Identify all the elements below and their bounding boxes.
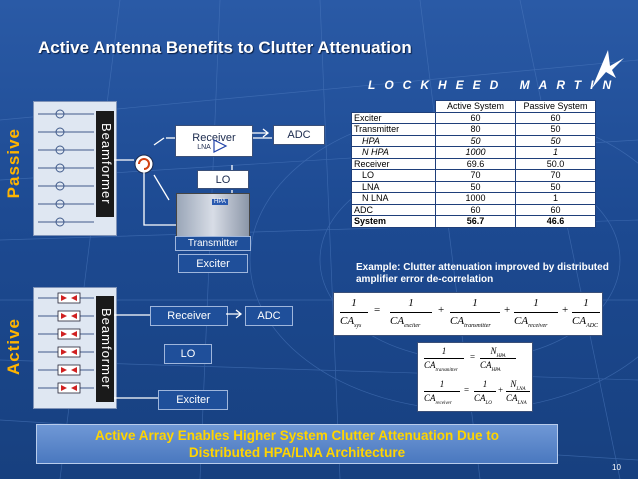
lna-amplifier-icon [213,139,228,153]
tx-feed-line [143,172,176,226]
table-cell: 50 [515,123,596,136]
active-exciter-box: Exciter [158,390,228,410]
table-cell: Transmitter [351,123,436,136]
example-note: Example: Clutter attenuation improved by… [356,262,609,285]
banner-line-2: Distributed HPA/LNA Architecture [188,445,406,460]
table-cell: 50 [435,180,516,193]
company-logo: LOCKHEED MARTIN [368,78,621,92]
table-cell: 50 [515,134,596,147]
active-beamformer: Beamformer [96,296,114,402]
eq-den: CAexciter [390,315,421,330]
table-cell: Receiver [351,157,436,170]
lna-label: LNA [197,143,211,151]
table-cell: 1 [515,192,596,205]
eq-num: 1 [533,297,539,309]
table-cell: 80 [435,123,516,136]
passive-beamformer: Beamformer [96,111,114,217]
table-cell: 60 [515,111,596,124]
table-cell: 60 [435,111,516,124]
table-header-cell: Active System [435,100,516,113]
lockheed-star-logo-icon [592,50,624,88]
table-cell: 1 [515,146,596,159]
eq-den: CAsys [340,315,362,330]
table-cell: 46.6 [515,215,596,228]
eq-num: 1 [351,297,357,309]
eq-den: CAtransmitter [450,315,491,330]
active-label: Active [4,318,23,376]
table-cell: 50 [435,134,516,147]
table-cell: 70 [435,169,516,182]
eq-sign: + [438,304,445,316]
eq-sign: + [562,304,569,316]
passive-adc-box: ADC [273,125,325,145]
table-cell: 70 [515,169,596,182]
table-cell: 60 [515,203,596,216]
table-header-cell: Passive System [515,100,596,113]
passive-exciter-box: Exciter [178,254,248,273]
active-receiver-box: Receiver [150,306,228,326]
page-number: 10 [612,463,621,472]
eq-num: 1 [408,297,414,309]
table-cell: 69.6 [435,157,516,170]
eq-den: CAreceiver [514,315,548,330]
transmitter-label: Transmitter [175,236,251,251]
page-title: Active Antenna Benefits to Clutter Atten… [38,38,412,57]
table-cell: 1000 [435,192,516,205]
passive-receiver-label: Receiver [192,131,236,144]
table-cell: 50.0 [515,157,596,170]
table-cell: LO [351,169,436,182]
banner-line-1: Active Array Enables Higher System Clutt… [94,428,500,443]
active-adc-box: ADC [245,306,293,326]
table-cell: 56.7 [435,215,516,228]
table-cell: ADC [351,203,436,216]
active-trm-elements-icon [38,292,94,394]
conclusion-banner: Active Array Enables Higher System Clutt… [36,424,558,464]
table-cell: HPA [351,134,436,147]
passive-label: Passive [4,128,23,199]
table-cell: N LNA [351,192,436,205]
passive-arrow-adc-icon [251,128,270,138]
eq-sign: = [374,304,381,316]
passive-antenna-elements-icon [38,109,94,227]
table-cell: N HPA [351,146,436,159]
eq-num: 1 [583,297,589,309]
table-cell: 60 [435,203,516,216]
system-equation: 1 CAsys = 1 CAexciter + 1 CAtransmitter … [333,292,603,336]
table-cell: 50 [515,180,596,193]
table-cell: LNA [351,180,436,193]
eq-num: 1 [472,297,478,309]
active-arrow-adc-icon [226,309,243,319]
active-lo-box: LO [164,344,212,364]
sub-equations: 1 CAtransmitter = NHPA CAHPA 1 CAreceive… [417,342,533,412]
table-header-row: Active System Passive System [352,100,596,113]
table-cell: System [351,215,436,228]
hpa-label: HPA [212,199,228,205]
passive-lo-box: LO [197,170,249,189]
eq-den: CAADC [572,315,599,330]
table-header-cell [352,101,436,113]
active-connections [114,314,158,399]
table-cell: 1000 [435,146,516,159]
table-cell: Exciter [351,111,436,124]
eq-sign: + [504,304,511,316]
circulator-icon [134,154,154,174]
